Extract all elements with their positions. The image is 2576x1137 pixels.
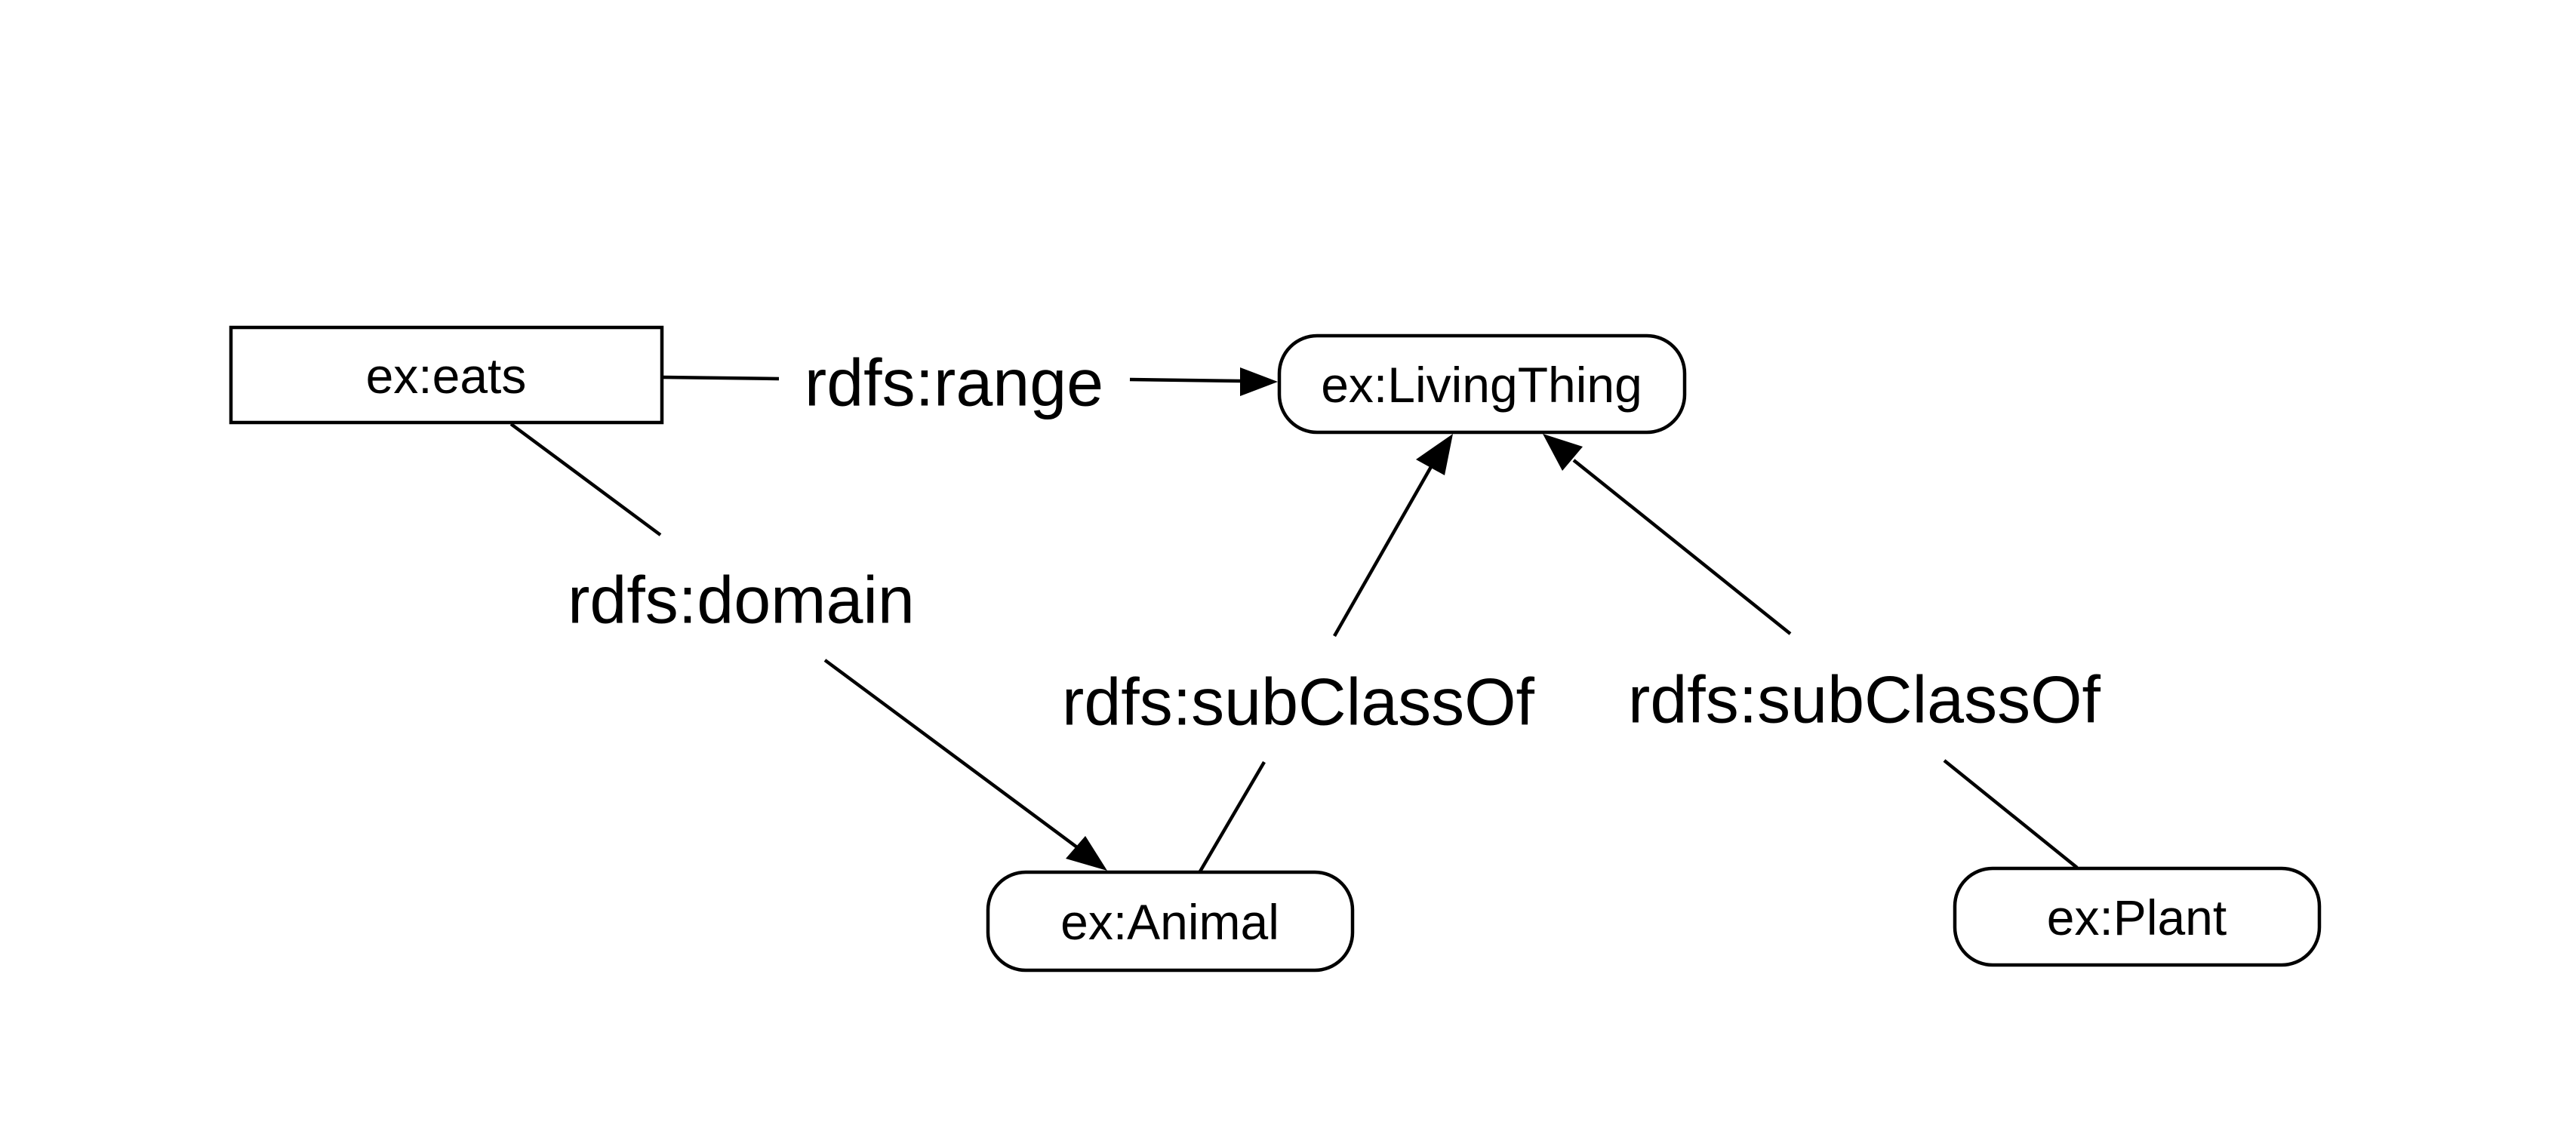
node-plant[interactable]: ex:Plant (1953, 866, 2322, 967)
node-living-thing[interactable]: ex:LivingThing (1277, 333, 1687, 435)
edge-plant-subclass-arrowhead (1543, 434, 1583, 471)
node-plant-box (1953, 866, 2322, 967)
node-animal[interactable]: ex:Animal (986, 870, 1355, 973)
edge-plant-subclass-line-a (1943, 759, 2079, 869)
edge-domain: rdfs:domain (509, 423, 1107, 871)
node-animal-label: ex:Animal (1060, 894, 1279, 950)
node-animal-box (986, 870, 1355, 973)
node-living-thing-box (1277, 333, 1687, 435)
node-living-thing-label: ex:LivingThing (1321, 357, 1642, 413)
node-eats-box (229, 325, 664, 425)
edge-plant-subclass-line-b (1572, 459, 1792, 635)
edge-animal-subclass-line-a (1199, 761, 1266, 873)
node-plant-label: ex:Plant (2047, 890, 2227, 945)
node-eats-label: ex:eats (366, 348, 527, 404)
edge-range-label: rdfs:range (805, 346, 1103, 420)
edge-range: rdfs:range (662, 346, 1278, 420)
edge-animal-subclass-label: rdfs:subClassOf (1062, 665, 1535, 739)
edge-range-arrowhead (1240, 367, 1278, 396)
edge-plant-subclass-label: rdfs:subClassOf (1628, 662, 2101, 737)
edge-plant-subclass: rdfs:subClassOf (1543, 434, 2101, 869)
edge-animal-subclass-arrowhead (1416, 434, 1453, 475)
edge-domain-arrowhead (1066, 836, 1107, 871)
edge-domain-line-b (823, 659, 1079, 849)
edge-domain-line-a (509, 423, 662, 536)
edge-animal-subclass: rdfs:subClassOf (1062, 434, 1535, 873)
edge-range-line-b (1129, 377, 1242, 383)
edge-animal-subclass-line-b (1333, 464, 1433, 638)
edge-domain-label: rdfs:domain (568, 563, 915, 638)
edge-range-line-a (662, 375, 780, 381)
node-eats[interactable]: ex:eats (229, 325, 664, 425)
